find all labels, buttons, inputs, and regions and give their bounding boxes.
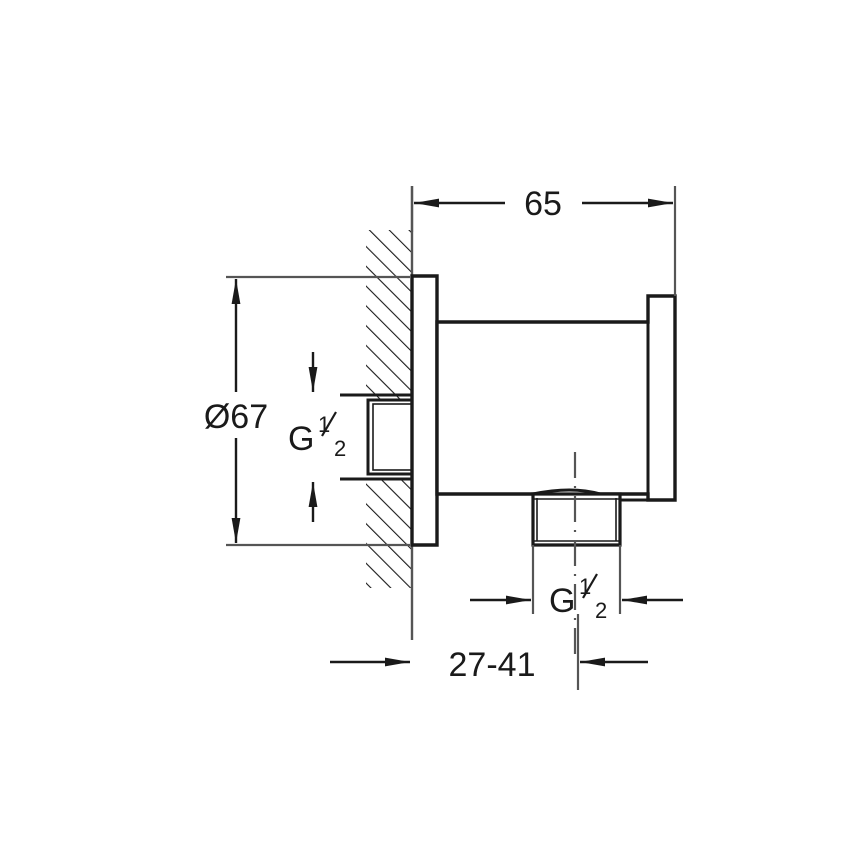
wall-hatch-lower bbox=[366, 478, 412, 588]
dim-label-inlet-thread-letter: G bbox=[288, 420, 314, 458]
dimension-flange-diameter: Ø67 bbox=[204, 275, 410, 547]
dimension-inlet-thread: G 1 2 bbox=[288, 352, 346, 522]
dim-label-overall-length: 65 bbox=[524, 185, 562, 223]
dim-label-outlet-thread-letter: G bbox=[549, 582, 575, 620]
dim-label-outlet-thread-denominator: 2 bbox=[595, 598, 607, 623]
dim-label-flange-diameter: Ø67 bbox=[204, 398, 268, 436]
inlet-fraction-slash bbox=[321, 411, 337, 437]
dim-label-inlet-thread-numerator: 1 bbox=[318, 412, 330, 437]
flange-outline bbox=[410, 274, 439, 547]
dimension-wall-thickness: 27-41 bbox=[330, 614, 648, 690]
dim-label-wall-thickness: 27-41 bbox=[449, 646, 536, 684]
dim-label-outlet-thread-numerator: 1 bbox=[579, 574, 591, 599]
dimension-overall-length: 65 bbox=[410, 185, 677, 296]
outlet-spigot bbox=[531, 488, 648, 547]
dimension-outlet-thread: G 1 2 bbox=[470, 545, 683, 623]
flange bbox=[410, 274, 439, 547]
wall-hatch-upper bbox=[366, 230, 412, 400]
inlet-socket-thread bbox=[372, 403, 413, 471]
union-body bbox=[435, 294, 677, 502]
wall-section bbox=[340, 186, 414, 640]
body-outline bbox=[435, 294, 677, 502]
dim-label-inlet-thread-denominator: 2 bbox=[334, 436, 346, 461]
outlet-spigot-outline bbox=[531, 492, 622, 547]
inlet-socket-outline bbox=[366, 398, 414, 476]
inlet-socket bbox=[366, 398, 414, 476]
outlet-fraction-slash bbox=[582, 573, 598, 599]
